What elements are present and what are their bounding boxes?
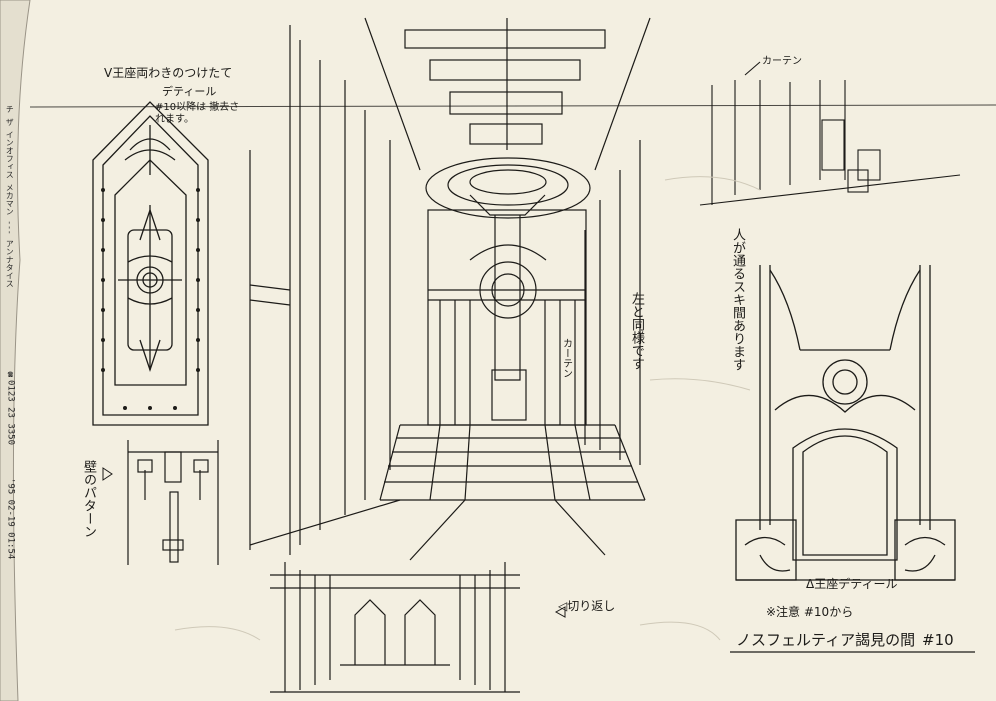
- throne-back-panel-drawing: [92, 101, 209, 426]
- repeat-strip-drawing: [270, 562, 520, 693]
- wall-pattern-drawing: [127, 440, 219, 565]
- throne-back-title-note: V王座両わきのつけたて: [104, 66, 233, 80]
- throne-back-removed-note: #10以降は 撤去されます。: [155, 102, 240, 125]
- curtain-sketch-drawing: [699, 61, 961, 206]
- fax-sender: チ ザ インオフィス メカマン --- アンナタイス: [5, 105, 15, 288]
- curtain-center-label: カーテン: [560, 338, 572, 378]
- panel-rivets: [101, 188, 200, 410]
- sheet-title: ノスフェルティア謁見の間: [736, 631, 916, 649]
- wall-pattern-label: 壁のパターン: [80, 460, 96, 538]
- fax-date: '95 02-19 01:54: [5, 478, 16, 560]
- arrow-marks: [102, 467, 566, 618]
- bleed-through-marks: [174, 176, 761, 641]
- fold-line: [29, 104, 996, 108]
- fax-phone: ☎0123 23 3350: [5, 370, 16, 446]
- person-gap-note: 人が通るスキ間あります: [730, 228, 745, 371]
- same-as-left-note: 左と同様です: [628, 292, 644, 370]
- throne-back-detail-note: デティール: [162, 85, 217, 98]
- hall-perspective-drawing: [249, 17, 651, 561]
- curtain-top-label: カーテン: [762, 56, 802, 67]
- episode-number: #10: [922, 631, 954, 649]
- throne-detail-drawing: [735, 265, 956, 581]
- repeat-label: ◁切り返し: [558, 599, 616, 613]
- caution-note: ※注意 #10から: [766, 605, 854, 619]
- throne-detail-label: Δ王座デティール: [806, 577, 898, 591]
- page-curl: [0, 0, 31, 701]
